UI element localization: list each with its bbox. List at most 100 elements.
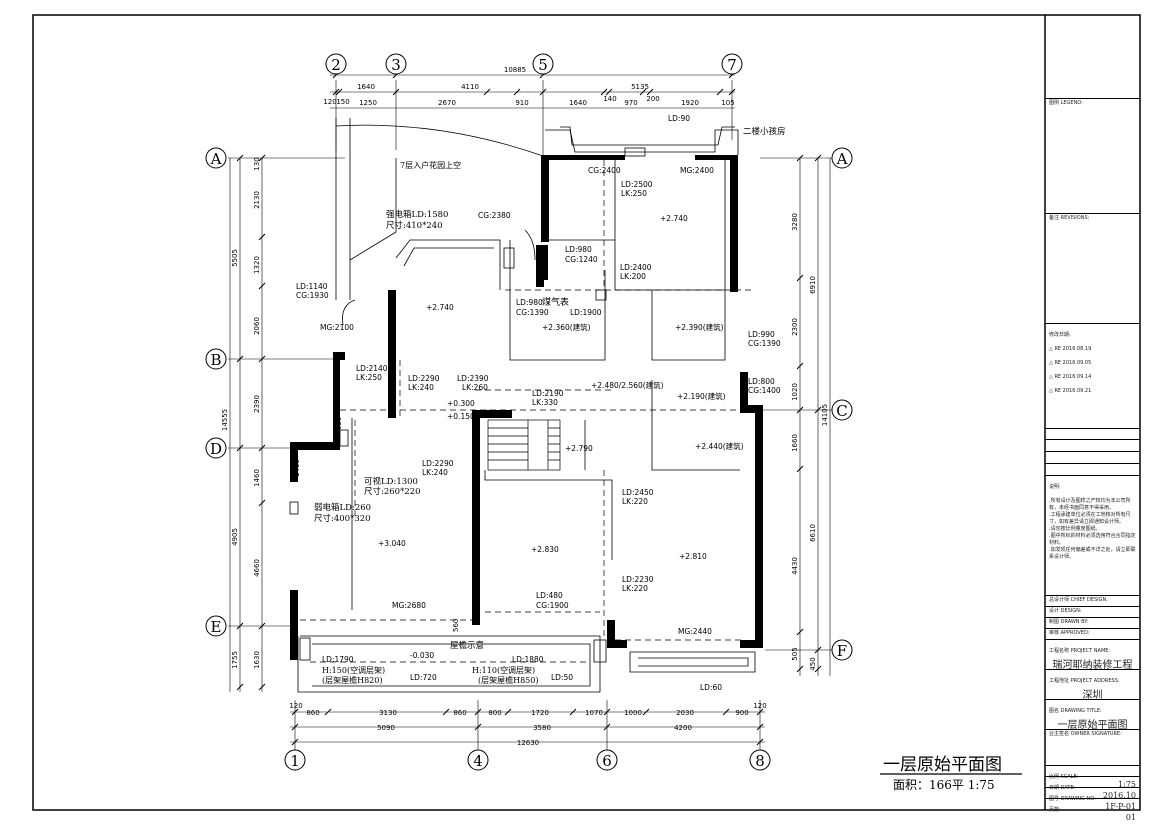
- axis-right-f: F: [837, 642, 847, 660]
- axis-left-e: E: [211, 618, 222, 636]
- plan-label-l24: LK:250: [356, 373, 382, 382]
- plan-label-l8: LD:980: [565, 245, 592, 254]
- dim-left-o-3: 1755: [231, 651, 239, 669]
- dim-left-i-1: 2130: [253, 191, 261, 209]
- plan-label-l50: LD:480: [536, 591, 563, 600]
- tb-project-name: 工程名称 PROJECT NAME: 瑞河耶纳装修工程: [1045, 639, 1140, 671]
- dim-left-o-0: 5505: [231, 249, 239, 267]
- dim-bot-r1-1: 860: [306, 709, 319, 717]
- note-intercom-size: 尺寸:260*220: [364, 486, 421, 497]
- axis-bottom-6: 6: [602, 752, 612, 770]
- dim-right-i-3: 1660: [791, 434, 799, 452]
- axis-top-7: 7: [727, 56, 737, 74]
- plan-walls: [290, 155, 763, 660]
- dim-top-r2-10: 105: [721, 99, 734, 107]
- axis-bubbles: [205, 53, 853, 771]
- plan-label-l37: 680: [335, 417, 343, 430]
- tb-date-2: △ RE 2016.09.05: [1049, 360, 1092, 366]
- dim-right-o-2: 6610: [809, 524, 817, 542]
- tb-blank-4: [1045, 463, 1140, 475]
- axis-top-2: 2: [331, 56, 341, 74]
- dim-bot-r2-0: 5090: [377, 724, 395, 732]
- dim-top-r1-2: 5135: [631, 83, 649, 91]
- plan-label-l32: LD:800: [748, 377, 775, 386]
- plan-label-l19: +2.360(建筑): [542, 322, 591, 332]
- tb-approved: 审核 APPROVED:: [1045, 628, 1140, 639]
- tb-drawing-title-value: 一层原始平面图: [1057, 720, 1128, 731]
- tb-drawn-by: 制图 DRAWN BY:: [1045, 617, 1140, 628]
- drawing-title: 一层原始平面图: [883, 755, 1002, 775]
- plan-label-l48: LK:220: [622, 584, 648, 593]
- tb-page-value: 01: [1125, 813, 1136, 822]
- dim-top-r1-0: 1640: [357, 83, 375, 91]
- dim-right-o-3: 450: [809, 657, 817, 670]
- dim-left-i-2: 1320: [253, 256, 261, 274]
- dim-top-r2-4: 910: [515, 99, 528, 107]
- tb-date-4: △ RE 2016.09.21: [1049, 388, 1092, 394]
- plan-label-l60: 1460: [293, 459, 301, 477]
- plan-label-l55: LD:1880: [512, 655, 544, 664]
- plan-label-l15: LD:980: [516, 298, 543, 307]
- plan-label-l13: CG:1930: [296, 291, 329, 300]
- plan-label-l27: LD:2390: [457, 374, 489, 383]
- note-ac-right-2: (层架屋檐H850): [478, 675, 539, 685]
- plan-label-l45: +2.830: [531, 545, 559, 554]
- dim-right-i-4: 4430: [791, 557, 799, 575]
- dim-top-r2-3: 2670: [438, 99, 456, 107]
- tb-revisions: 备注 REVISIONS:: [1045, 213, 1140, 323]
- plan-fixtures: [289, 147, 646, 663]
- dimension-ticks: [236, 71, 822, 746]
- dim-top-r2-6: 140: [603, 95, 616, 103]
- plan-label-l43: LK:220: [622, 497, 648, 506]
- note-strong-box-size: 尺寸:410*240: [386, 220, 443, 231]
- plan-label-l20: +2.390(建筑): [675, 322, 724, 332]
- plan-label-l58: LD:60: [700, 683, 722, 692]
- plan-label-l22: CG:1390: [748, 339, 781, 348]
- plan-label-l28: LK:260: [462, 383, 488, 392]
- plan-label-l47: LD:2230: [622, 575, 654, 584]
- plan-label-l25: LD:2290: [408, 374, 440, 383]
- plan-label-l33: CG:1400: [748, 386, 781, 395]
- plan-label-l4: LD:2500: [621, 180, 653, 189]
- plan-label-l3: MG:2400: [680, 166, 714, 175]
- dim-bot-r1-8: 2030: [676, 709, 694, 717]
- plan-label-l26: LK:240: [408, 383, 434, 392]
- plan-label-l23: LD:2140: [356, 364, 388, 373]
- dim-top-r2-0: 120: [323, 98, 336, 106]
- tb-scale-value: 1:75: [1118, 780, 1136, 789]
- drawing-area-scale: 面积：166平 1:75: [893, 778, 995, 792]
- tb-project-name-value: 瑞河耶纳装修工程: [1052, 660, 1133, 671]
- tb-project-address: 工程地址 PROJECT ADDRESS: 深圳: [1045, 669, 1140, 701]
- plan-label-l39: +2.440(建筑): [695, 441, 744, 451]
- axis-bottom-1: 1: [290, 752, 300, 770]
- axis-bottom-8: 8: [755, 752, 765, 770]
- dim-left-i-4: 2390: [253, 395, 261, 413]
- tb-legend: 图例 LEGEND:: [1045, 98, 1140, 213]
- plan-label-l53: LD:1790: [322, 655, 354, 664]
- plan-label-l21: LD:990: [748, 330, 775, 339]
- tb-date-1: △ RE 2016.08.19: [1049, 346, 1092, 352]
- tb-notes-head: 说明:: [1049, 484, 1061, 490]
- plan-label-l36: +0.150: [447, 412, 475, 421]
- dim-bot-r2-2: 4200: [674, 724, 692, 732]
- tb-date-value: 2016.10: [1102, 791, 1136, 800]
- tb-design: 设计 DESIGN:: [1045, 606, 1140, 617]
- axis-left-d: D: [210, 440, 222, 458]
- tb-drawing-title: 图名 DRAWING TITLE: 一层原始平面图: [1045, 699, 1140, 731]
- tb-notes-body: .所有设计及图样之产权均为本公司所有，未经书面同意不得采用。 .工程承建单位必须…: [1049, 498, 1136, 560]
- dim-right-i-2: 1020: [791, 383, 799, 401]
- tb-chief-design: 总设计师 CHIEF DESIGN:: [1045, 595, 1140, 606]
- axis-bottom-4: 4: [473, 752, 483, 770]
- dim-left-i-5: 1460: [253, 469, 261, 487]
- plan-label-l56: LD:720: [410, 673, 437, 682]
- plan-dashed-lines: [300, 160, 755, 663]
- dim-top-r2-2: 1250: [359, 99, 377, 107]
- plan-label-l35: +2.190(建筑): [677, 391, 726, 401]
- note-ac-left-2: (层架屋檐H820): [322, 675, 383, 685]
- plan-thin-lines: [297, 118, 756, 693]
- plan-label-l51: CG:1900: [536, 601, 569, 610]
- plan-label-l9: CG:1240: [565, 255, 598, 264]
- dim-left-o-1: 14555: [221, 409, 229, 431]
